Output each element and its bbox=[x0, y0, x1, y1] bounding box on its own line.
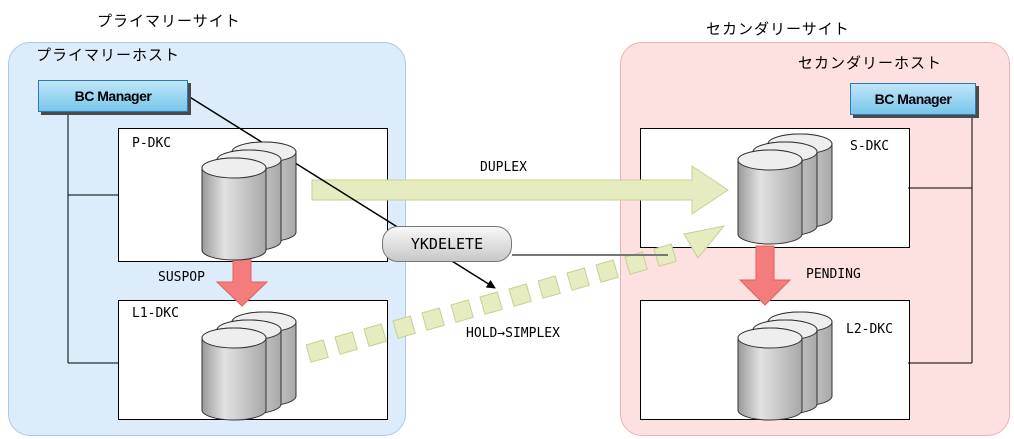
suspop-arrow bbox=[215, 256, 269, 307]
ykdelete-command[interactable]: YKDELETE bbox=[382, 226, 512, 262]
pending-arrow bbox=[738, 245, 792, 306]
l2-dkc-cylinders bbox=[737, 311, 833, 421]
secondary-bc-manager-button[interactable]: BC Manager bbox=[850, 83, 976, 115]
secondary-host-lines bbox=[908, 115, 973, 364]
primary-host-label: プライマリーホスト bbox=[36, 46, 181, 64]
l2-dkc-label: L2-DKC bbox=[846, 322, 893, 337]
primary-bc-manager-button[interactable]: BC Manager bbox=[38, 80, 188, 112]
primary-host-lines bbox=[67, 112, 118, 364]
secondary-site-title: セカンダリーサイト bbox=[706, 20, 850, 38]
s-dkc-label: S-DKC bbox=[850, 139, 890, 154]
hold-simplex-label: HOLD→SIMPLEX bbox=[466, 326, 560, 341]
secondary-host-label: セカンダリーホスト bbox=[798, 54, 943, 72]
suspop-label: SUSPOP bbox=[158, 270, 205, 285]
p-dkc-cylinders bbox=[201, 141, 297, 261]
hold-dashed-arrow bbox=[305, 225, 726, 363]
p-dkc-label: P-DKC bbox=[132, 136, 172, 151]
pending-label: PENDING bbox=[806, 267, 861, 282]
s-dkc-cylinders bbox=[737, 133, 833, 245]
l1-dkc-cylinders bbox=[201, 311, 297, 421]
l1-dkc-label: L1-DKC bbox=[132, 306, 179, 321]
duplex-arrow bbox=[311, 165, 729, 215]
duplex-label: DUPLEX bbox=[480, 160, 527, 175]
primary-site-title: プライマリーサイト bbox=[97, 12, 241, 30]
